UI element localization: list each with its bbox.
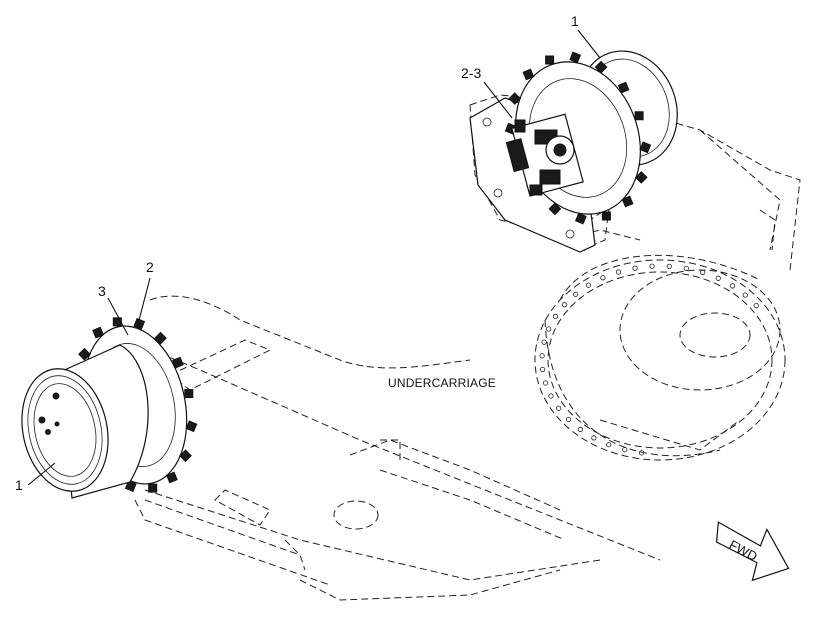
leader-lines [27,29,601,486]
left-final-drive [21,317,198,499]
forward-direction-arrow: FWD [715,521,790,582]
callout-left-motor: 2 [146,259,154,275]
undercarriage-frame-outline [134,94,801,601]
undercarriage-label: UNDERCARRIAGE [388,376,496,390]
callout-left-drive: 1 [15,477,23,493]
top-final-drive [469,50,678,253]
callout-top-motor: 2-3 [461,65,481,81]
fwd-label: FWD [727,537,760,564]
slew-ring-bolts [539,263,759,456]
callout-top-drive: 1 [571,13,579,29]
callout-left-sprocket: 3 [98,283,106,299]
